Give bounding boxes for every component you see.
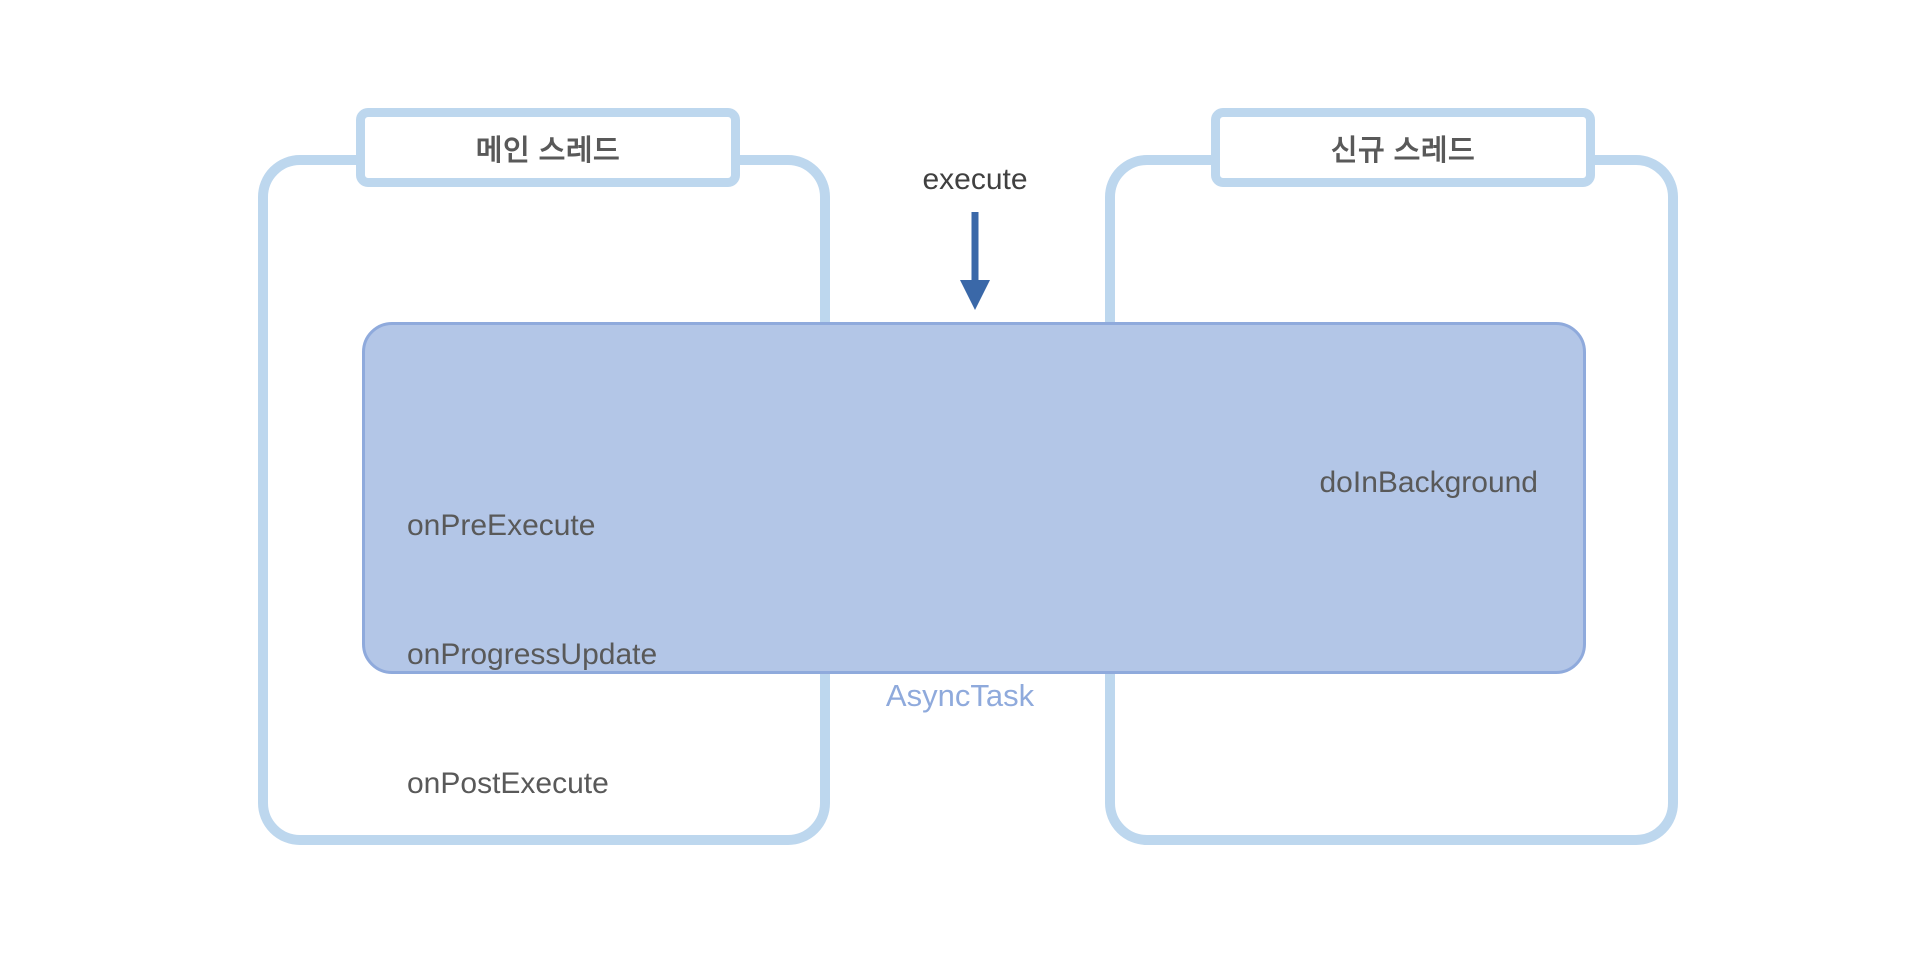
callback-do-in-background: doInBackground	[1319, 466, 1539, 499]
callback-on-post-execute: onPostExecute	[407, 767, 609, 800]
main-thread-title-label: 메인 스레드	[475, 134, 621, 167]
callback-on-pre-execute: onPreExecute	[407, 509, 596, 542]
main-thread-callback-list: onPreExecute onProgressUpdate onPostExec…	[407, 418, 657, 891]
worker-thread-title-label: 신규 스레드	[1330, 134, 1476, 167]
execute-arrow-icon	[960, 212, 990, 310]
execute-label: execute	[922, 163, 1028, 196]
asynctask-box: onPreExecute onProgressUpdate onPostExec…	[362, 322, 1586, 800]
asynctask-caption-label: AsyncTask	[885, 678, 1035, 713]
callback-on-progress-update: onProgressUpdate	[407, 638, 658, 671]
main-thread-title: 메인 스레드	[356, 108, 740, 187]
worker-thread-title: 신규 스레드	[1211, 108, 1595, 187]
asynctask-caption: AsyncTask	[0, 678, 1920, 714]
